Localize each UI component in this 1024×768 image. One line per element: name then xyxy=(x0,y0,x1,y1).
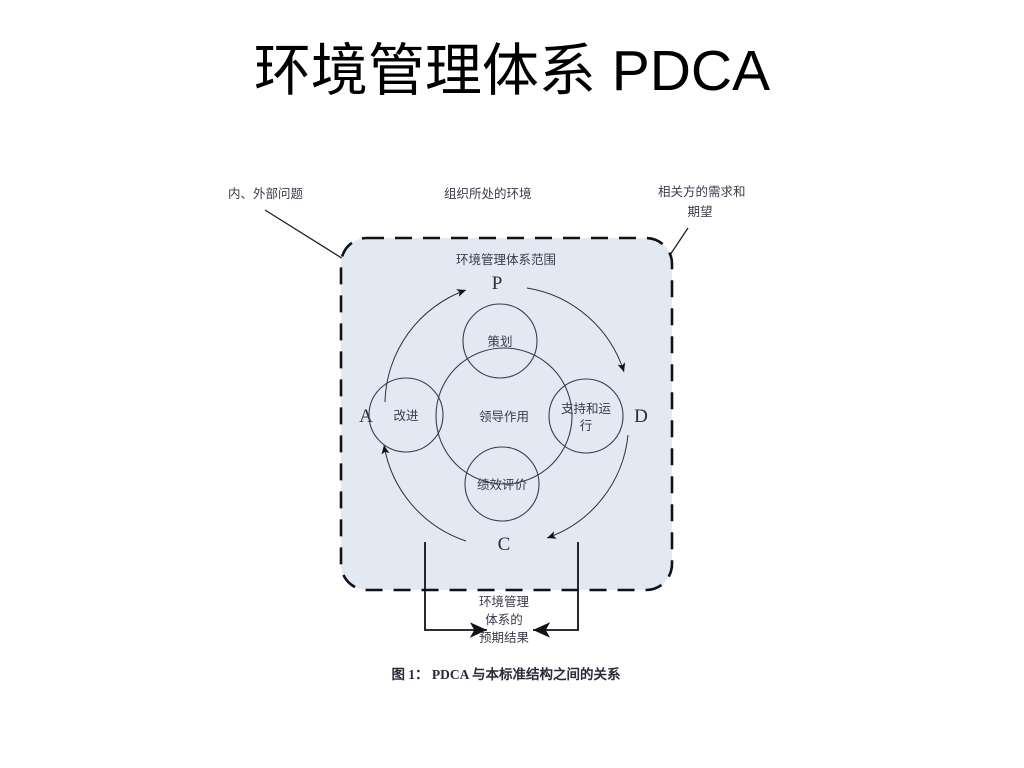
circle-planning-label: 策划 xyxy=(487,334,512,349)
outcome-label-line2: 体系的 xyxy=(485,612,523,627)
cycle-letter-do: D xyxy=(634,406,648,427)
circle-support-operation xyxy=(548,378,624,454)
scope-box-border xyxy=(339,236,674,592)
figure-caption: 图 1： PDCA 与本标准结构之间的关系 xyxy=(391,666,621,682)
circle-performance-evaluation-label: 绩效评价 xyxy=(477,477,528,492)
cycle-letter-act: A xyxy=(359,406,373,427)
page-title: 环境管理体系 PDCA xyxy=(253,39,771,103)
cycle-letter-plan: P xyxy=(492,273,503,294)
connector-right-to-outcome xyxy=(533,542,579,638)
scope-box-fill xyxy=(341,238,672,590)
arc-p-to-d xyxy=(526,287,626,373)
arc-d-to-c xyxy=(546,434,629,539)
circle-performance-evaluation xyxy=(464,446,540,522)
label-interested-parties-line2: 期望 xyxy=(687,204,712,219)
circle-leadership-label: 领导作用 xyxy=(479,410,529,424)
circle-support-operation-label-line2: 行 xyxy=(580,419,593,433)
circle-support-operation-label-line1: 支持和运 xyxy=(561,401,612,416)
circle-improvement xyxy=(368,377,444,453)
label-interested-parties-line1: 相关方的需求和 xyxy=(658,184,746,199)
pdca-diagram: 内、外部问题 组织所处的环境 相关方的需求和 期望 环境管理体系范围 P D xyxy=(0,150,1024,710)
label-ems-scope: 环境管理体系范围 xyxy=(456,252,556,267)
outcome-label-line1: 环境管理 xyxy=(479,594,530,609)
arc-c-to-a xyxy=(381,444,467,542)
circle-leadership xyxy=(435,347,573,485)
outcome-label-line3: 预期结果 xyxy=(479,631,530,645)
label-internal-external-issues: 内、外部问题 xyxy=(228,186,304,201)
circle-planning xyxy=(462,303,538,379)
circle-improvement-label: 改进 xyxy=(393,409,419,423)
label-organization-context: 组织所处的环境 xyxy=(444,186,532,201)
connector-left-to-outcome xyxy=(424,542,487,638)
pdca-diagram-svg: 内、外部问题 组织所处的环境 相关方的需求和 期望 环境管理体系范围 P D xyxy=(228,184,746,682)
cycle-letter-check: C xyxy=(498,534,511,555)
